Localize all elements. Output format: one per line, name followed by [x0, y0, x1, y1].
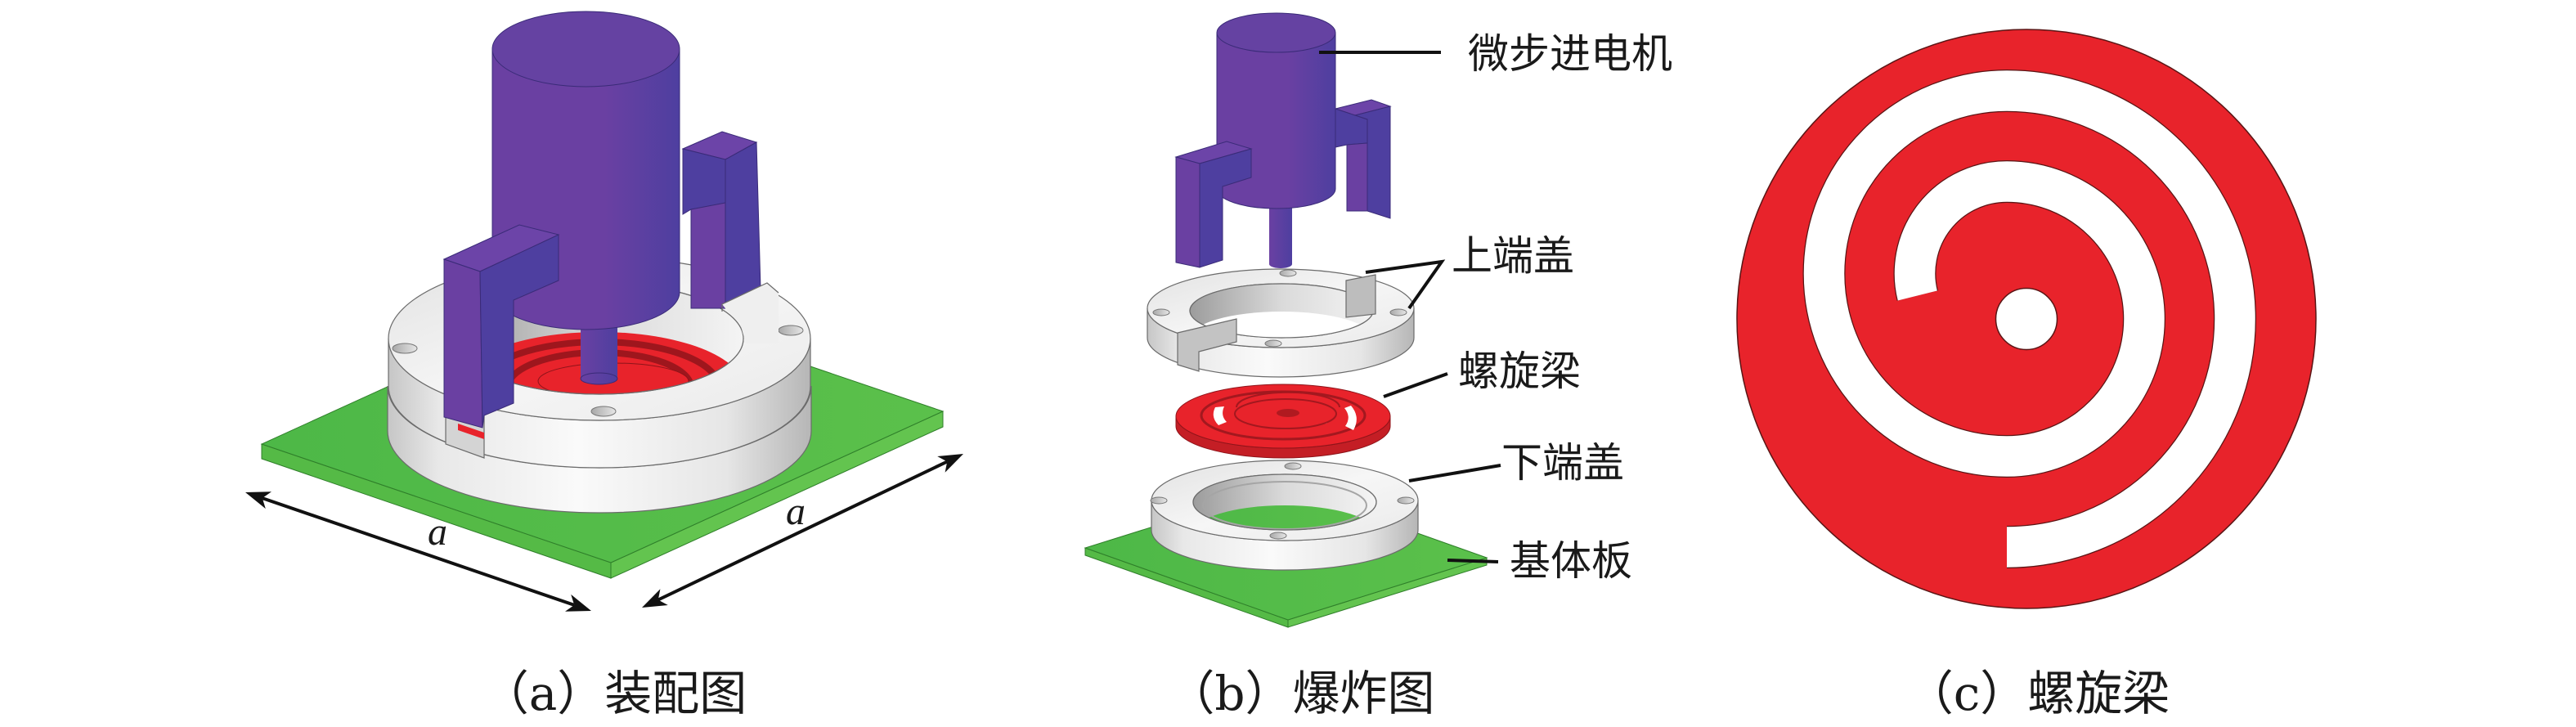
- callout-spiral-beam: 螺旋梁: [1458, 348, 1581, 395]
- bolt-hole-icon: [778, 325, 804, 336]
- arrow-shaft: [657, 460, 949, 602]
- bolt-hole-icon: [590, 406, 617, 417]
- bolt-hole-icon: [1284, 462, 1302, 470]
- leader-line-base-plate: [1447, 559, 1499, 563]
- inner-ledge: [1202, 481, 1367, 530]
- spiral-groove-b-inner: [1236, 391, 1340, 408]
- bracket-left-face: [1175, 156, 1200, 268]
- motor-a-right-bracket: [681, 131, 761, 309]
- spiral-beam-a-sliver: [458, 424, 484, 439]
- bracket-left-face: [443, 258, 483, 429]
- caption-c: （c）螺旋梁: [1906, 666, 2170, 721]
- dimension-arrow-left: a: [245, 491, 591, 612]
- lower-end-cap-b-bore: [1193, 474, 1376, 530]
- callout-motor: 微步进电机: [1468, 30, 1672, 78]
- callout-base-plate: 基体板: [1510, 537, 1632, 585]
- panel-a-assembly-view: a a （a）装配图: [245, 11, 963, 721]
- motor-a-shaft: [580, 323, 618, 385]
- panel-c-spiral-beam: （c）螺旋梁: [1736, 29, 2317, 721]
- upper-end-cap-b-left-notch: [1177, 318, 1237, 372]
- spiral-slot-b-left: [1213, 406, 1227, 425]
- base-plate-b-through-bore: [1193, 505, 1376, 530]
- motor-a-left-bracket: [442, 224, 560, 429]
- shaft-end: [580, 372, 618, 385]
- lower-end-cap-b-bore-edge: [1192, 473, 1377, 531]
- bolt-hole-icon: [1152, 308, 1170, 316]
- upper-end-cap-b-right-notch: [1345, 274, 1376, 318]
- panel-b-exploded-view: 微步进电机 上端盖 螺旋梁 下端盖 基体板 （b）爆炸图: [1084, 12, 1672, 721]
- leader-line-upper-cap: [1365, 259, 1446, 310]
- arrowhead-icon: [245, 491, 272, 509]
- dimension-label-left: a: [428, 510, 447, 554]
- upper-end-cap-b: [1147, 268, 1415, 378]
- dimension-label-right: a: [786, 490, 806, 533]
- callout-upper-cap: 上端盖: [1452, 232, 1574, 280]
- spiral-beam-b: [1175, 384, 1391, 459]
- shaft-body: [581, 323, 617, 379]
- motor-a-top: [491, 11, 680, 88]
- bracket-right-face: [725, 141, 761, 309]
- callout-lower-cap: 下端盖: [1501, 439, 1624, 487]
- lower-end-cap-b: [1150, 460, 1419, 571]
- arrowhead-icon: [642, 589, 668, 608]
- bracket-front-face: [479, 234, 559, 429]
- spiral-slot-b-right-outer: [1344, 406, 1357, 430]
- leader-line-spiral-beam: [1383, 372, 1448, 398]
- arrow-shaft: [262, 496, 575, 607]
- bolt-hole-icon: [1269, 532, 1287, 540]
- motor-b-left-bracket: [1174, 141, 1253, 268]
- arrowhead-icon: [937, 454, 963, 473]
- dimension-arrow-right: a: [642, 454, 963, 608]
- spiral-beam-center-hole: [1995, 287, 2058, 351]
- bolt-hole-icon: [392, 343, 418, 354]
- bracket-front-face: [1199, 148, 1252, 268]
- bolt-hole-icon: [1397, 496, 1415, 505]
- motor-b-top: [1216, 12, 1336, 53]
- bolt-hole-icon: [1389, 308, 1407, 316]
- motor-b-right-bracket: [1334, 99, 1392, 219]
- bolt-hole-icon: [1264, 339, 1282, 348]
- leader-line-lower-cap: [1408, 464, 1501, 482]
- shaft-end: [1269, 260, 1292, 268]
- spiral-groove: [1803, 70, 2255, 568]
- caption-b: （b）爆炸图: [1167, 666, 1434, 721]
- spiral-beam-b-center-hole: [1277, 409, 1299, 417]
- bolt-hole-icon: [1279, 269, 1297, 277]
- bracket-leg-face: [690, 202, 726, 309]
- bracket-leg-face: [1346, 142, 1368, 212]
- bolt-hole-icon: [1150, 496, 1168, 505]
- upper-end-cap-a-cut-edge: [721, 282, 779, 312]
- caption-a: （a）装配图: [482, 666, 747, 721]
- callouts-b: 微步进电机 上端盖 螺旋梁 下端盖 基体板: [1319, 30, 1672, 585]
- arrowhead-icon: [565, 594, 591, 612]
